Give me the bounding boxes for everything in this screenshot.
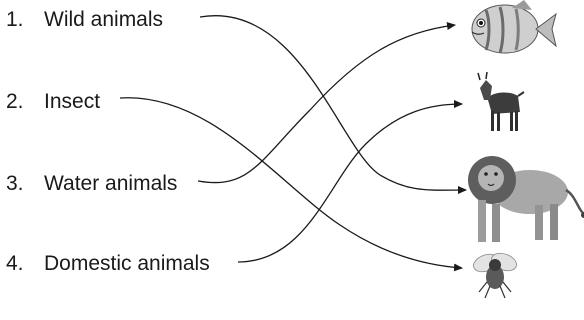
- item-domestic-animals: 4. Domestic animals: [6, 252, 210, 276]
- connector-insect-to-fly: [119, 97, 463, 272]
- item-water-animals: 3. Water animals: [6, 172, 177, 196]
- item-number: 3.: [6, 172, 24, 195]
- item-number: 4.: [6, 252, 24, 275]
- item-number: 2.: [6, 90, 24, 113]
- connector-water-to-fish: [197, 22, 456, 184]
- item-wild-animals: 1. Wild animals: [6, 8, 163, 32]
- item-label: Insect: [44, 90, 101, 113]
- item-label: Wild animals: [44, 8, 164, 31]
- connector-domestic-to-goat: [237, 100, 463, 263]
- lion-picture: [468, 156, 584, 242]
- goat-picture: [477, 71, 525, 131]
- item-insect: 2. Insect: [6, 90, 100, 114]
- fly-picture: [473, 252, 517, 299]
- fish-picture: [471, 0, 557, 54]
- connector-wild-to-lion: [199, 15, 467, 195]
- item-label: Water animals: [44, 172, 178, 195]
- item-label: Domestic animals: [44, 252, 210, 275]
- item-number: 1.: [6, 8, 24, 31]
